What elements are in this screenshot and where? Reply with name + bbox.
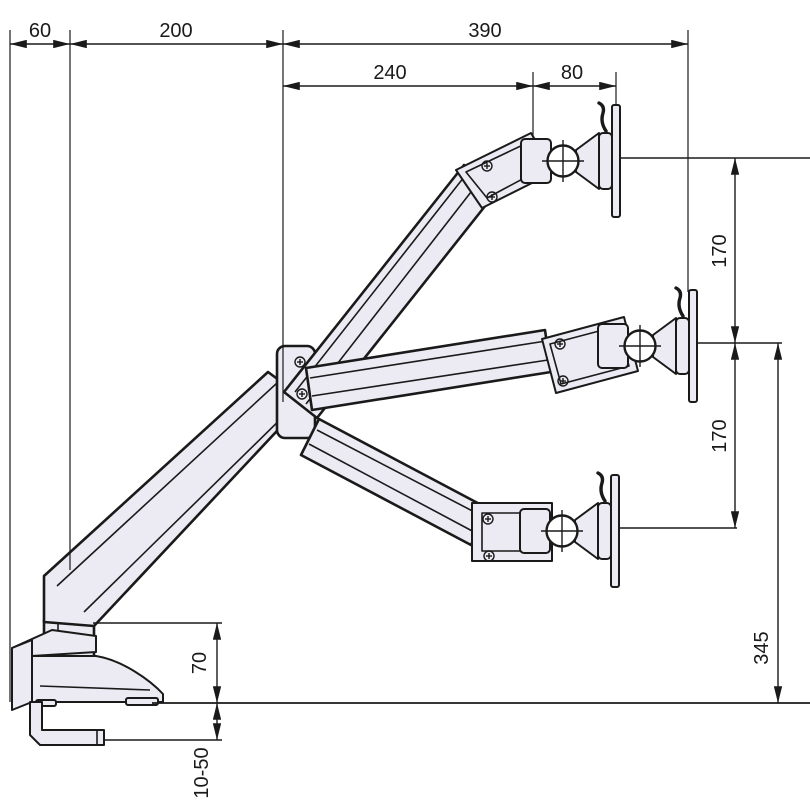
dim-label-170-lower: 170 [709,419,731,452]
extension-lines [9,30,689,702]
lower-arm-detail-lines [56,382,297,613]
dim-label-240: 240 [373,62,406,84]
clamp-front-face [11,639,33,711]
upper-arm-lowered [299,417,491,547]
dim-label-80: 80 [561,62,583,84]
clamp-foot-pad [125,697,159,706]
monitor-head-level [596,286,699,404]
dimension-annotations: 60 200 390 240 80 170 170 345 70 10-50 [9,20,810,799]
desk-clamp [11,629,164,746]
dim-label-170-upper: 170 [709,234,731,267]
clamp-upper-jaw [31,655,164,703]
monitor-head-lowered [518,471,621,589]
dim-label-200: 200 [159,20,192,42]
monitor-head-raised [519,101,622,219]
clamp-lower-jaw [29,701,105,746]
dim-label-390: 390 [468,20,501,42]
lower-arm [42,370,308,628]
arm-structure [11,101,699,746]
upper-arm-lowered-detail-lines [308,429,485,534]
dim-label-70: 70 [189,652,211,674]
dim-label-60: 60 [29,20,51,42]
dim-label-345: 345 [751,631,773,664]
upper-arm-level-detail-lines [309,340,549,397]
dim-label-10-50: 10-50 [191,747,213,798]
